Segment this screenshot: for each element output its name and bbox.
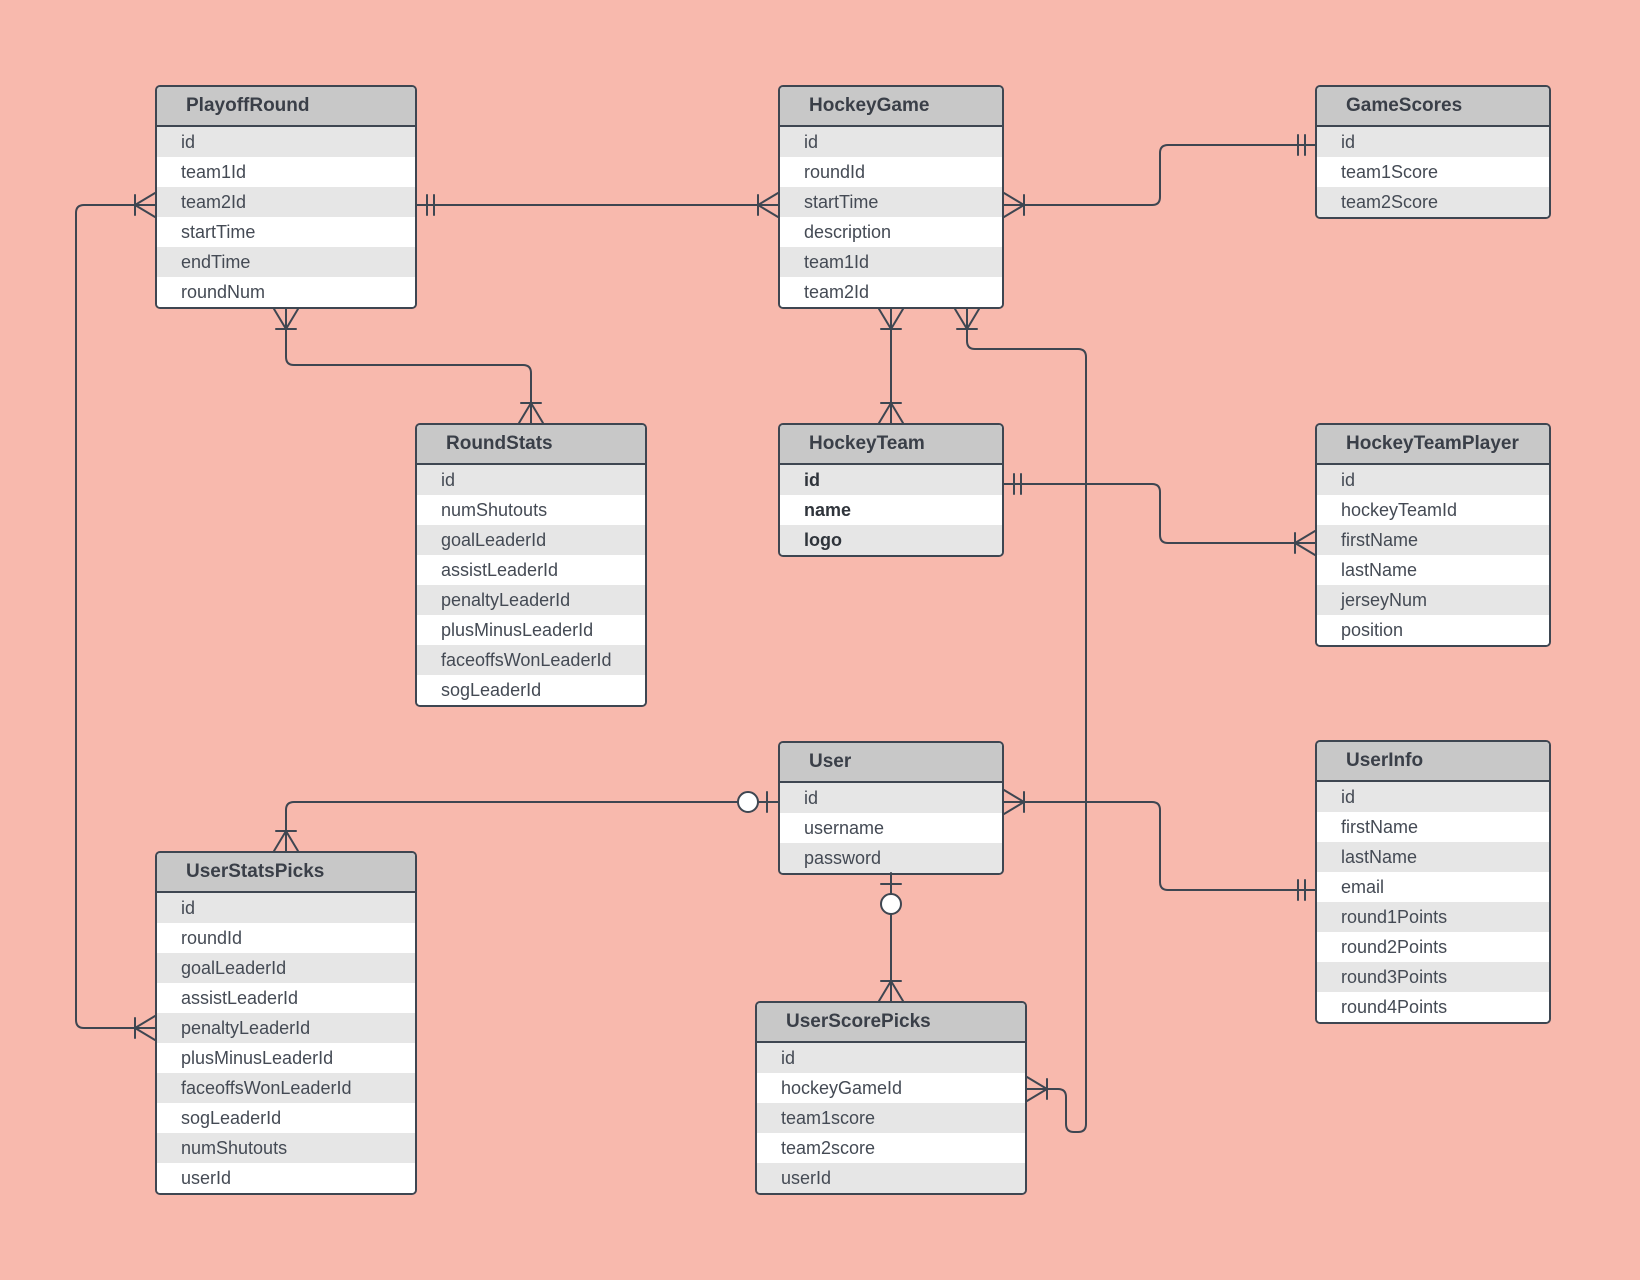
relation-hockey-game-hockey-team	[878, 308, 904, 424]
field-row: firstName	[1317, 812, 1549, 842]
entity-title: User	[780, 743, 1002, 783]
field-row: numShutouts	[417, 495, 645, 525]
field-row: id	[1317, 127, 1549, 157]
field-row: plusMinusLeaderId	[417, 615, 645, 645]
relation-user-user-info	[1003, 789, 1316, 901]
field-row: assistLeaderId	[157, 983, 415, 1013]
entity-title: UserInfo	[1317, 742, 1549, 782]
field-row: goalLeaderId	[417, 525, 645, 555]
field-row: startTime	[157, 217, 415, 247]
field-row: lastName	[1317, 842, 1549, 872]
field-row: roundNum	[157, 277, 415, 307]
field-row: goalLeaderId	[157, 953, 415, 983]
field-row: name	[780, 495, 1002, 525]
entity-title: HockeyGame	[780, 87, 1002, 127]
field-row: team2Id	[157, 187, 415, 217]
field-row: hockeyTeamId	[1317, 495, 1549, 525]
relation-hockey-game-game-scores	[1003, 134, 1316, 218]
entity-title: HockeyTeam	[780, 425, 1002, 465]
field-row: sogLeaderId	[417, 675, 645, 705]
relation-hockey-team-hockey-team-player	[1003, 473, 1316, 556]
field-row: firstName	[1317, 525, 1549, 555]
field-row: penaltyLeaderId	[157, 1013, 415, 1043]
field-row: id	[1317, 465, 1549, 495]
entity-hockey-team[interactable]: HockeyTeam id name logo	[778, 423, 1004, 557]
field-row: logo	[780, 525, 1002, 555]
field-row: id	[780, 783, 1002, 813]
field-row: team2score	[757, 1133, 1025, 1163]
field-row: team2Id	[780, 277, 1002, 307]
entity-hockey-team-player[interactable]: HockeyTeamPlayer id hockeyTeamId firstNa…	[1315, 423, 1551, 647]
entity-title: GameScores	[1317, 87, 1549, 127]
field-row: description	[780, 217, 1002, 247]
entity-title: UserStatsPicks	[157, 853, 415, 893]
field-row: jerseyNum	[1317, 585, 1549, 615]
field-row: sogLeaderId	[157, 1103, 415, 1133]
entity-playoff-round[interactable]: PlayoffRound id team1Id team2Id startTim…	[155, 85, 417, 309]
field-row: id	[157, 893, 415, 923]
field-row: lastName	[1317, 555, 1549, 585]
entity-game-scores[interactable]: GameScores id team1Score team2Score	[1315, 85, 1551, 219]
field-row: roundId	[157, 923, 415, 953]
entity-user[interactable]: User id username password	[778, 741, 1004, 875]
entity-user-score-picks[interactable]: UserScorePicks id hockeyGameId team1scor…	[755, 1001, 1027, 1195]
field-row: plusMinusLeaderId	[157, 1043, 415, 1073]
field-row: round4Points	[1317, 992, 1549, 1022]
field-row: round3Points	[1317, 962, 1549, 992]
field-row: position	[1317, 615, 1549, 645]
field-row: team1Id	[157, 157, 415, 187]
field-row: id	[780, 127, 1002, 157]
entity-hockey-game[interactable]: HockeyGame id roundId startTime descript…	[778, 85, 1004, 309]
entity-title: RoundStats	[417, 425, 645, 465]
field-row: hockeyGameId	[757, 1073, 1025, 1103]
field-row: endTime	[157, 247, 415, 277]
relation-user-user-score-picks	[878, 872, 904, 1002]
field-row: team1Id	[780, 247, 1002, 277]
relation-playoff-round-hockey-game	[416, 192, 779, 218]
field-row: id	[1317, 782, 1549, 812]
field-row: startTime	[780, 187, 1002, 217]
field-row: penaltyLeaderId	[417, 585, 645, 615]
field-row: team2Score	[1317, 187, 1549, 217]
field-row: assistLeaderId	[417, 555, 645, 585]
field-row: id	[417, 465, 645, 495]
field-row: faceoffsWonLeaderId	[417, 645, 645, 675]
field-row: userId	[757, 1163, 1025, 1193]
field-row: faceoffsWonLeaderId	[157, 1073, 415, 1103]
entity-user-info[interactable]: UserInfo id firstName lastName email rou…	[1315, 740, 1551, 1024]
field-row: password	[780, 843, 1002, 873]
field-row: team1Score	[1317, 157, 1549, 187]
field-row: email	[1317, 872, 1549, 902]
field-row: roundId	[780, 157, 1002, 187]
field-row: username	[780, 813, 1002, 843]
field-row: id	[780, 465, 1002, 495]
field-row: userId	[157, 1163, 415, 1193]
relation-playoff-round-user-stats-picks	[75, 192, 156, 1041]
entity-title: UserScorePicks	[757, 1003, 1025, 1043]
field-row: round1Points	[1317, 902, 1549, 932]
field-row: id	[757, 1043, 1025, 1073]
entity-title: PlayoffRound	[157, 87, 415, 127]
field-row: numShutouts	[157, 1133, 415, 1163]
relation-user-user-stats-picks	[273, 791, 779, 852]
entity-title: HockeyTeamPlayer	[1317, 425, 1549, 465]
entity-user-stats-picks[interactable]: UserStatsPicks id roundId goalLeaderId a…	[155, 851, 417, 1195]
field-row: round2Points	[1317, 932, 1549, 962]
relation-playoff-round-round-stats	[273, 308, 544, 424]
field-row: team1score	[757, 1103, 1025, 1133]
field-row: id	[157, 127, 415, 157]
entity-round-stats[interactable]: RoundStats id numShutouts goalLeaderId a…	[415, 423, 647, 707]
